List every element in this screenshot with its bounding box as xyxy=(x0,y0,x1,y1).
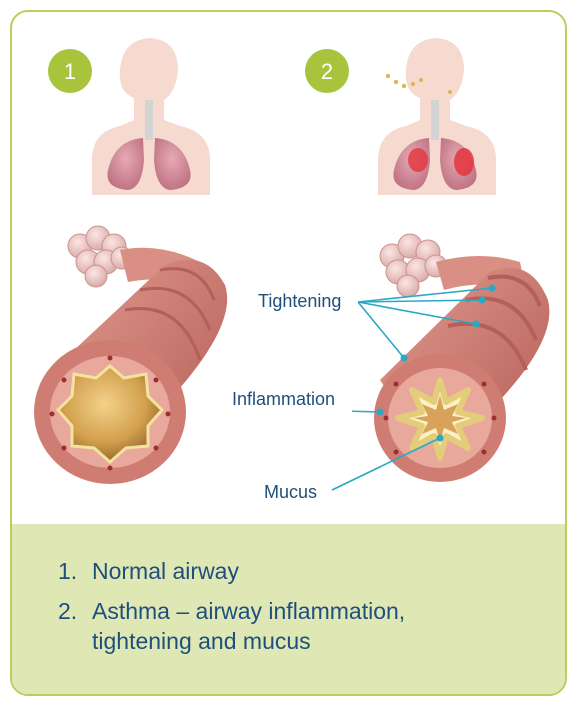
badge-number: 1 xyxy=(64,59,76,84)
tightening-label: Tightening xyxy=(258,291,341,311)
torso-normal-illustration xyxy=(92,38,210,195)
inflammation-label: Inflammation xyxy=(232,389,335,409)
asthma-airway-illustration xyxy=(374,234,549,482)
mucus-label: Mucus xyxy=(264,482,317,502)
torso-asthma-illustration xyxy=(378,38,496,195)
badge-number: 2 xyxy=(321,59,333,84)
badge-2: 2 xyxy=(305,49,349,93)
badge-1: 1 xyxy=(48,49,92,93)
normal-airway-illustration xyxy=(34,226,227,484)
